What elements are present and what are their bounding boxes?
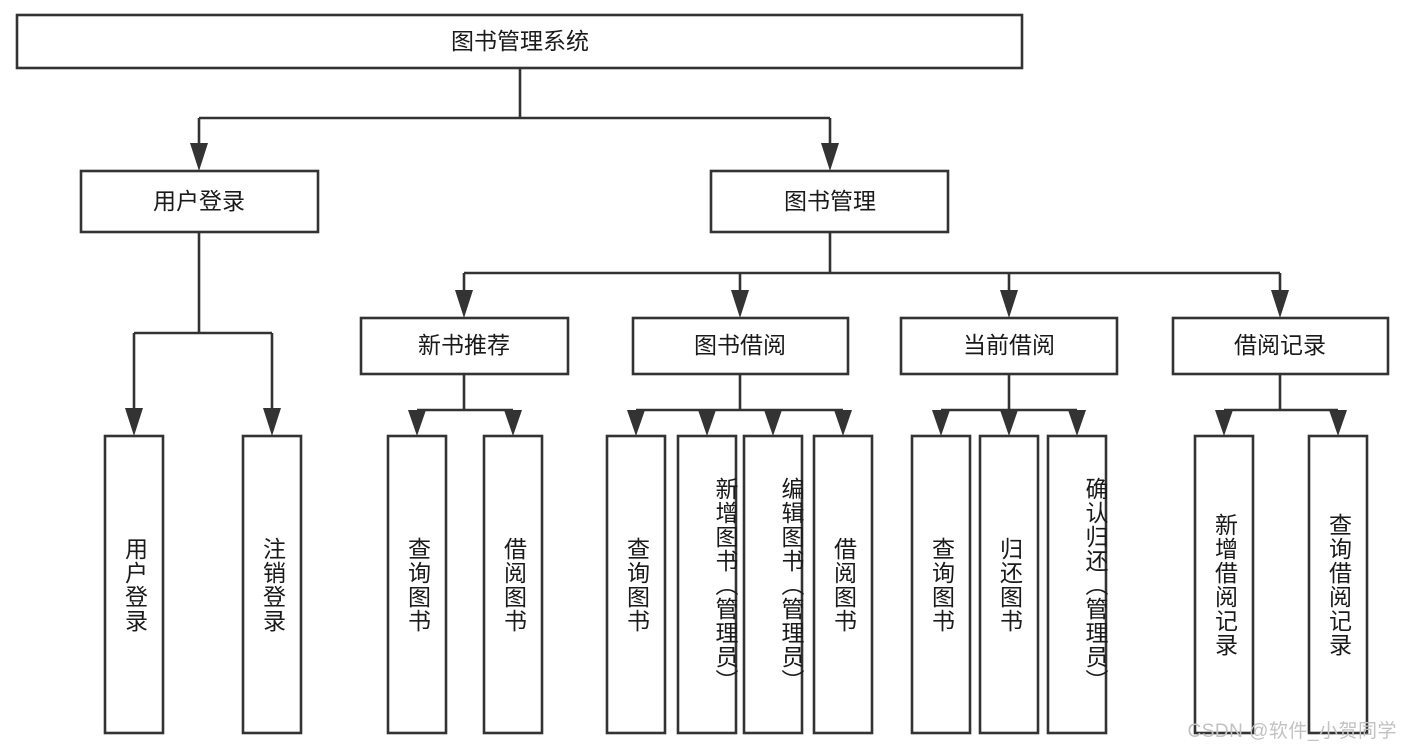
arrow-head-bb-l4 (834, 410, 852, 436)
node-label-new-book-recommend: 新书推荐 (418, 332, 510, 358)
node-box-leaf-edit-book[interactable] (742, 434, 804, 735)
arrow-head-nb-l1 (408, 410, 426, 436)
arrow-head-bm-c1 (455, 290, 473, 318)
connector-group-book-borrow-children (627, 374, 852, 436)
node-label-book-borrow: 图书借阅 (694, 332, 786, 358)
node-label-user-login: 用户登录 (153, 188, 245, 214)
node-box-leaf-borrow-book-nb[interactable] (482, 434, 544, 735)
node-box-leaf-logout[interactable] (241, 434, 303, 735)
node-box-root[interactable] (15, 13, 1024, 70)
node-box-leaf-user-login[interactable] (103, 434, 165, 735)
connector-group-current-borrow-children (932, 374, 1086, 436)
node-box-book-borrow[interactable] (631, 316, 850, 376)
node-box-leaf-add-record[interactable] (1193, 434, 1255, 735)
connector-group-book-manage-children (455, 232, 1289, 318)
arrow-head-nb-l2 (504, 410, 522, 436)
arrow-head-bm-c3 (1000, 290, 1018, 318)
node-box-leaf-query-record[interactable] (1307, 434, 1369, 735)
arrow-head-bb-l3 (764, 410, 782, 436)
node-box-leaf-borrow-book-bb[interactable] (812, 434, 874, 735)
node-box-borrow-record[interactable] (1171, 316, 1390, 376)
node-box-leaf-confirm-return[interactable] (1046, 434, 1108, 735)
arrow-head-br-l1 (1215, 410, 1233, 436)
arrow-head-book-manage (821, 143, 839, 171)
node-box-leaf-return-book[interactable] (978, 434, 1040, 735)
node-box-book-manage[interactable] (709, 169, 950, 234)
arrow-head-bm-c4 (1271, 290, 1289, 318)
node-box-leaf-query-book-nb[interactable] (386, 434, 448, 735)
connector-group-user-login-children (125, 232, 281, 436)
arrow-head-cb-l1 (932, 410, 950, 436)
connector-group-root-to-level2 (190, 68, 839, 171)
arrow-head-bm-c2 (731, 290, 749, 318)
node-label-current-borrow: 当前借阅 (963, 332, 1055, 358)
node-label-root: 图书管理系统 (451, 28, 589, 54)
node-box-leaf-query-book-cb[interactable] (910, 434, 972, 735)
node-box-leaf-add-book[interactable] (676, 434, 738, 735)
arrow-head-bb-l2 (698, 410, 716, 436)
arrow-head-ul-leaf1 (125, 408, 143, 436)
arrow-head-ul-leaf2 (263, 408, 281, 436)
connector-group-new-book-children (408, 374, 522, 436)
csdn-watermark: CSDN @软件_小贺同学 (1187, 721, 1397, 742)
arrow-head-user-login (190, 143, 208, 171)
node-box-new-book-recommend[interactable] (359, 316, 570, 376)
node-label-borrow-record: 借阅记录 (1234, 332, 1326, 358)
arrow-head-br-l2 (1329, 410, 1347, 436)
arrow-head-bb-l1 (627, 410, 645, 436)
arrow-head-cb-l3 (1068, 410, 1086, 436)
arrow-head-cb-l2 (1000, 410, 1018, 436)
connector-group-borrow-record-children (1215, 374, 1347, 436)
node-label-book-manage: 图书管理 (784, 188, 876, 214)
node-box-user-login[interactable] (79, 169, 320, 234)
node-box-leaf-query-book-bb[interactable] (605, 434, 667, 735)
node-box-current-borrow[interactable] (899, 316, 1119, 376)
